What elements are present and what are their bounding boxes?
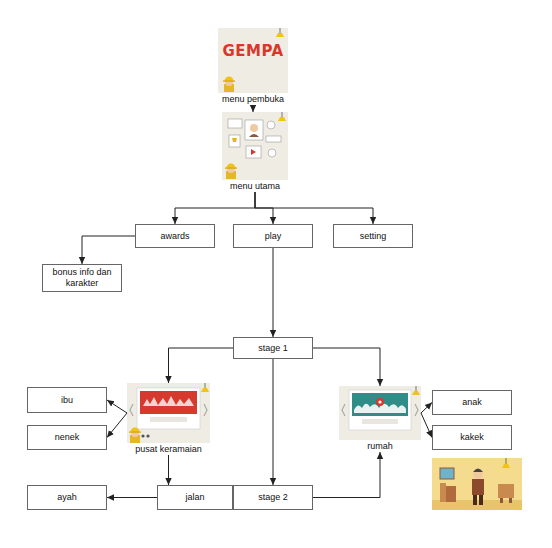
process-box: stage 2 — [233, 485, 313, 510]
opening-screen — [218, 28, 288, 93]
mascot-icon — [225, 164, 237, 180]
process-box: setting — [333, 224, 413, 248]
flow-arrow — [175, 192, 255, 224]
flow-arrow — [313, 452, 380, 498]
box-label: ayah — [57, 492, 77, 503]
box-label: nenek — [55, 432, 80, 443]
flow-arrow — [421, 413, 432, 438]
screen-caption: rumah — [339, 441, 421, 452]
process-box: play — [233, 224, 313, 248]
box-label: setting — [360, 231, 387, 242]
game-logo: GEMPA — [222, 42, 283, 60]
scene-picture — [432, 458, 522, 510]
lamp-icon — [201, 383, 209, 392]
flow-arrow — [273, 248, 274, 337]
house-screen — [339, 386, 421, 440]
flow-arrow — [169, 348, 234, 383]
box-label: stage 1 — [258, 343, 288, 354]
flow-arrow — [82, 236, 135, 264]
flow-arrow — [107, 497, 157, 498]
process-box: ibu — [27, 387, 107, 413]
box-label: play — [265, 231, 282, 242]
screen-thumbnail: menu utama — [222, 112, 288, 192]
box-label: jalan — [185, 492, 204, 503]
main-menu-screen — [222, 112, 288, 180]
crowd-center-screen — [127, 383, 210, 443]
screen-caption: pusat keramaian — [127, 444, 210, 455]
flow-arrow — [253, 105, 254, 112]
screen-caption: menu pembuka — [218, 94, 288, 105]
flow-arrow — [107, 413, 127, 438]
mascot-icon — [223, 77, 235, 93]
process-box: kakek — [432, 425, 512, 450]
logo-holder: GEMPA — [218, 42, 288, 60]
process-box: anak — [432, 390, 512, 415]
process-box: jalan — [157, 485, 233, 510]
flow-arrow — [107, 400, 127, 413]
process-box: awards — [135, 224, 215, 248]
process-box: stage 1 — [233, 337, 313, 359]
flow-arrow — [255, 192, 373, 224]
lamp-icon — [412, 386, 420, 395]
lamp-icon — [278, 112, 286, 121]
flow-arrow — [168, 455, 169, 485]
flow-arrow — [273, 359, 274, 485]
box-label: bonus info dan karakter — [48, 267, 116, 289]
box-label: stage 2 — [258, 492, 288, 503]
box-label: anak — [462, 397, 482, 408]
box-label: awards — [160, 231, 189, 242]
box-label: ibu — [61, 395, 73, 406]
screen-thumbnail: GEMPA menu pembuka — [218, 28, 288, 105]
flow-arrow — [421, 403, 432, 414]
process-box: bonus info dan karakter — [42, 264, 122, 292]
screen-caption: menu utama — [222, 181, 288, 192]
lamp-icon — [276, 28, 284, 37]
mascot-icon — [129, 428, 141, 444]
box-label: kakek — [460, 432, 484, 443]
process-box: nenek — [27, 425, 107, 450]
screen-thumbnail: rumah — [339, 386, 421, 452]
flow-arrow — [313, 348, 380, 386]
process-box: ayah — [27, 485, 107, 510]
screen-thumbnail: pusat keramaian — [127, 383, 210, 455]
